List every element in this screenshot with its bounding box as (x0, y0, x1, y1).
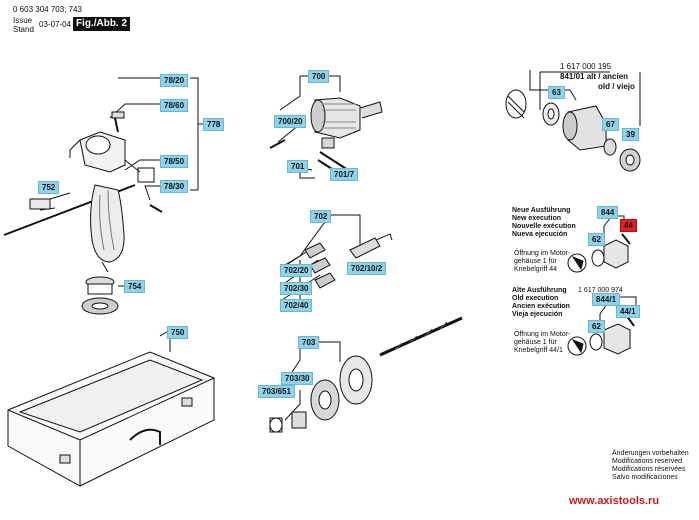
part-number: 0 603 304 703; 743 (13, 5, 82, 14)
old-exec-fr: Ancien exécution (512, 303, 570, 310)
new-exec-en: New execution (512, 215, 562, 222)
new-opening-line3: Knebelgriff 44 (514, 266, 558, 273)
new-exec-fr: Nouvelle exécution (512, 223, 576, 230)
callout-702-10-2: 702/10/2 (347, 262, 387, 275)
watermark-url: www.axistools.ru (569, 495, 660, 507)
callout-702-20: 702/20 (280, 264, 313, 277)
callout-703-30: 703/30 (281, 372, 314, 385)
footer-note-en: Modifications reserved (612, 458, 683, 465)
issue-date: 03-07-04 (39, 20, 72, 29)
callout-703-651: 703/651 (258, 385, 295, 398)
old-exec-en: Old execution (512, 295, 559, 302)
issue-label: Issue (13, 16, 33, 25)
callout-62-old: 62 (588, 320, 605, 333)
old-part-number: 1 617 000 974 (578, 287, 623, 294)
callout-702: 702 (310, 210, 332, 223)
callout-78-20: 78/20 (160, 74, 189, 87)
callout-62-new: 62 (588, 233, 605, 246)
callout-778: 778 (203, 118, 225, 131)
callout-78-30: 78/30 (160, 180, 189, 193)
new-opening-line1: Öffnung im Motor- (514, 250, 571, 257)
new-exec-es: Nueva ejecución (512, 231, 568, 238)
old-opening-line2: gehäuse 1 für (514, 339, 557, 346)
callout-844: 844 (597, 206, 619, 219)
old-opening-line1: Öffnung im Motor- (514, 331, 571, 338)
footer-note-es: Salvo modificaciones (612, 474, 678, 481)
callout-700: 700 (308, 70, 330, 83)
chuck-note-line1: 841/01 alt / ancien (560, 72, 629, 81)
footer-note-de: Änderungen vorbehalten (612, 450, 689, 457)
callout-67: 67 (602, 118, 619, 131)
old-exec-es: Vieja ejecución (512, 311, 563, 318)
callout-78-50: 78/50 (160, 155, 189, 168)
callout-701-7: 701/7 (330, 168, 359, 181)
footer-note-fr: Modifications réservées (612, 466, 686, 473)
callout-63: 63 (548, 86, 565, 99)
old-opening-line3: Knebelgriff 44/1 (514, 347, 563, 354)
callout-754: 754 (124, 280, 146, 293)
chuck-part-number: 1 617 000 195 (560, 62, 612, 71)
callout-701: 701 (287, 160, 309, 173)
callout-700-20: 700/20 (274, 115, 307, 128)
callout-750: 750 (167, 326, 189, 339)
figure-label: Fig./Abb. 2 (73, 17, 130, 31)
old-exec-de: Alte Ausführung (512, 287, 567, 294)
callout-703: 703 (298, 336, 320, 349)
callout-702-40: 702/40 (280, 299, 313, 312)
callout-44-1: 44/1 (616, 305, 640, 318)
chuck-note-line2: old / viejo (598, 82, 635, 91)
new-opening-line2: gehäuse 1 für (514, 258, 557, 265)
new-exec-de: Neue Ausführung (512, 207, 571, 214)
callout-702-30: 702/30 (280, 282, 313, 295)
stand-label: Stand (13, 25, 34, 34)
callout-44-highlighted: 44 (620, 219, 637, 232)
callout-844-1: 844/1 (592, 293, 621, 306)
callout-78-60: 78/60 (160, 99, 189, 112)
callout-752: 752 (38, 181, 60, 194)
callout-39: 39 (622, 128, 639, 141)
